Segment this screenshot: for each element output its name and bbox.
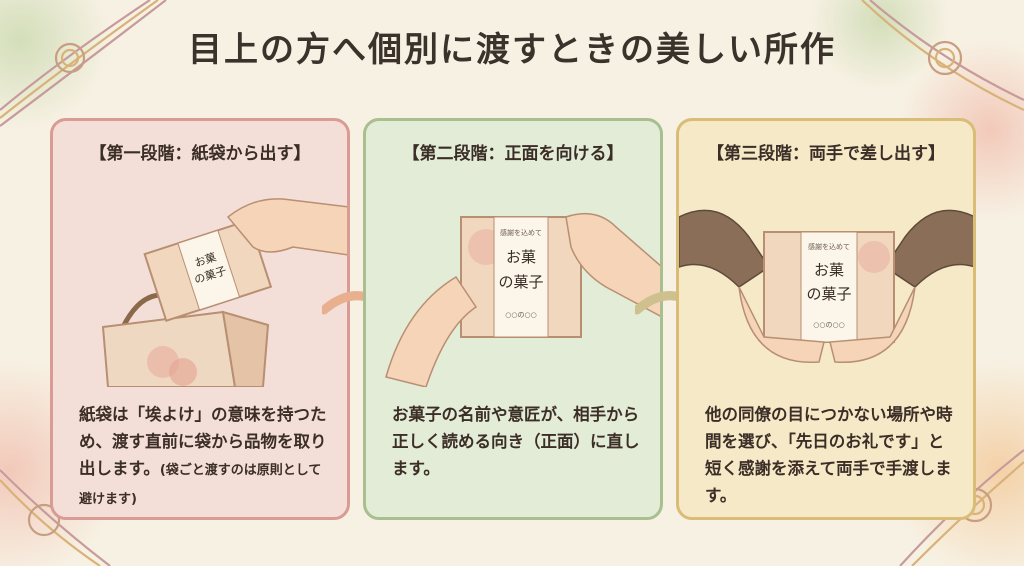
- box-top-note: 感謝を込めて: [808, 242, 850, 251]
- box-maker: ○○の○○: [505, 311, 536, 319]
- box-top-note: 感謝を込めて: [500, 228, 542, 237]
- right-sleeve-icon: [883, 209, 973, 288]
- box-label-line2: の菓子: [498, 273, 543, 291]
- hands-turning-box-illustration: 感謝を込めて お菓 の菓子 ○○の○○: [385, 212, 660, 387]
- step-2-text: お菓子の名前や意匠が、相手から正しく読める向き（正面）に直します。: [392, 405, 640, 478]
- gift-box-icon: 感謝を込めて お菓 の菓子 ○○の○○: [763, 231, 895, 343]
- box-label-line1: お菓: [193, 251, 218, 270]
- step-card-2: 【第二段階：正面を向ける】 感謝を込めて お菓 の菓子 ○○の○○ お菓子の名前…: [363, 118, 663, 520]
- step-1-heading: 【第一段階：紙袋から出す】: [89, 144, 311, 164]
- box-maker: ○○の○○: [813, 321, 844, 329]
- step-1-note-text: (袋ごと渡すのは原則として避けます): [79, 463, 322, 507]
- step-card-1: 【第一段階：紙袋から出す】 お菓 の菓子 紙袋は「埃よけ」の意味を持つため、渡す…: [50, 118, 350, 520]
- gift-box-icon: お菓 の菓子: [143, 218, 273, 322]
- left-sleeve-icon: [679, 209, 771, 288]
- page-title: 目上の方へ個別に渡すときの美しい所作: [188, 30, 836, 70]
- step-2-heading: 【第二段階：正面を向ける】: [402, 144, 624, 164]
- hand-icon: [226, 198, 347, 256]
- step-1-text: 紙袋は「埃よけ」の意味を持つため、渡す直前に袋から品物を取り出します。(袋ごと渡…: [79, 401, 329, 513]
- step-3-heading: 【第三段階：両手で差し出す】: [707, 144, 945, 164]
- step-3-text: 他の同僚の目につかない場所や時間を選び、「先日のお礼です」と短く感謝を添えて両手…: [705, 405, 953, 505]
- hands-offering-box-illustration: 感謝を込めて お菓 の菓子 ○○の○○: [679, 209, 973, 363]
- step-card-3: 【第三段階：両手で差し出す】 感謝を込めて お菓 の菓子 ○○の○○ 他の同僚の…: [676, 118, 976, 520]
- box-label-line2: の菓子: [806, 285, 851, 303]
- hands-icon: [738, 286, 916, 363]
- box-label-line1: お菓: [506, 248, 536, 266]
- gift-box-icon: 感謝を込めて お菓 の菓子 ○○の○○: [460, 216, 582, 338]
- hand-taking-box-from-bag-illustration: お菓 の菓子: [101, 198, 347, 387]
- step-1-main-text: 紙袋は「埃よけ」の意味を持つため、渡す直前に袋から品物を取り出します。: [79, 405, 327, 478]
- right-hand-icon: [565, 212, 660, 317]
- left-hand-icon: [385, 275, 478, 387]
- paper-bag-icon: [101, 292, 270, 387]
- box-label-line1: お菓: [814, 261, 844, 279]
